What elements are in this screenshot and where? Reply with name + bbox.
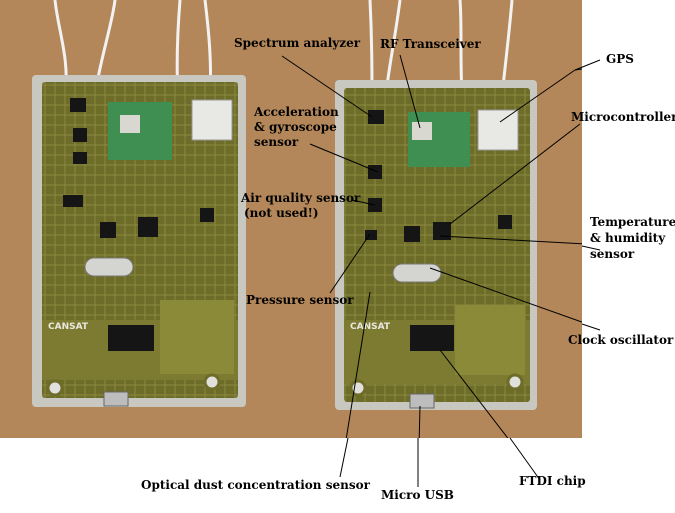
label-air-quality-line2: (not used!) <box>244 206 319 220</box>
label-pressure-sensor: Pressure sensor <box>246 293 354 307</box>
label-rf-transceiver: RF Transceiver <box>380 37 481 51</box>
label-temperature-line1: Temperature <box>590 215 675 229</box>
right-pcb: CANSAT <box>335 80 537 410</box>
cansat-marking-right: CANSAT <box>350 322 391 332</box>
ftdi-chip-left <box>108 325 154 351</box>
label-spectrum-analyzer: Spectrum analyzer <box>234 36 361 50</box>
label-acceleration-line2: & gyroscope <box>254 120 337 134</box>
label-acceleration-line3: sensor <box>254 135 299 149</box>
cansat-marking-left: CANSAT <box>48 322 89 332</box>
label-acceleration-line1: Acceleration <box>254 105 339 119</box>
ftdi-chip-right <box>410 325 454 351</box>
usb-port-left <box>103 391 129 407</box>
label-gps: GPS <box>606 52 634 66</box>
label-micro-usb: Micro USB <box>381 488 454 502</box>
label-ftdi-chip: FTDI chip <box>519 474 586 488</box>
left-pcb: CANSAT <box>32 75 246 407</box>
label-optical-dust-sensor: Optical dust concentration sensor <box>141 478 370 492</box>
gps-module-right <box>477 109 519 151</box>
label-microcontroller: Microcontroller <box>571 110 675 124</box>
usb-port-right <box>409 393 435 409</box>
label-air-quality-line1: Air quality sensor <box>241 191 361 205</box>
label-temperature-line2: & humidity <box>590 231 666 245</box>
gps-module-left <box>191 99 233 141</box>
label-clock-oscillator: Clock oscillator <box>568 333 674 347</box>
label-temperature-line3: sensor <box>590 247 635 261</box>
